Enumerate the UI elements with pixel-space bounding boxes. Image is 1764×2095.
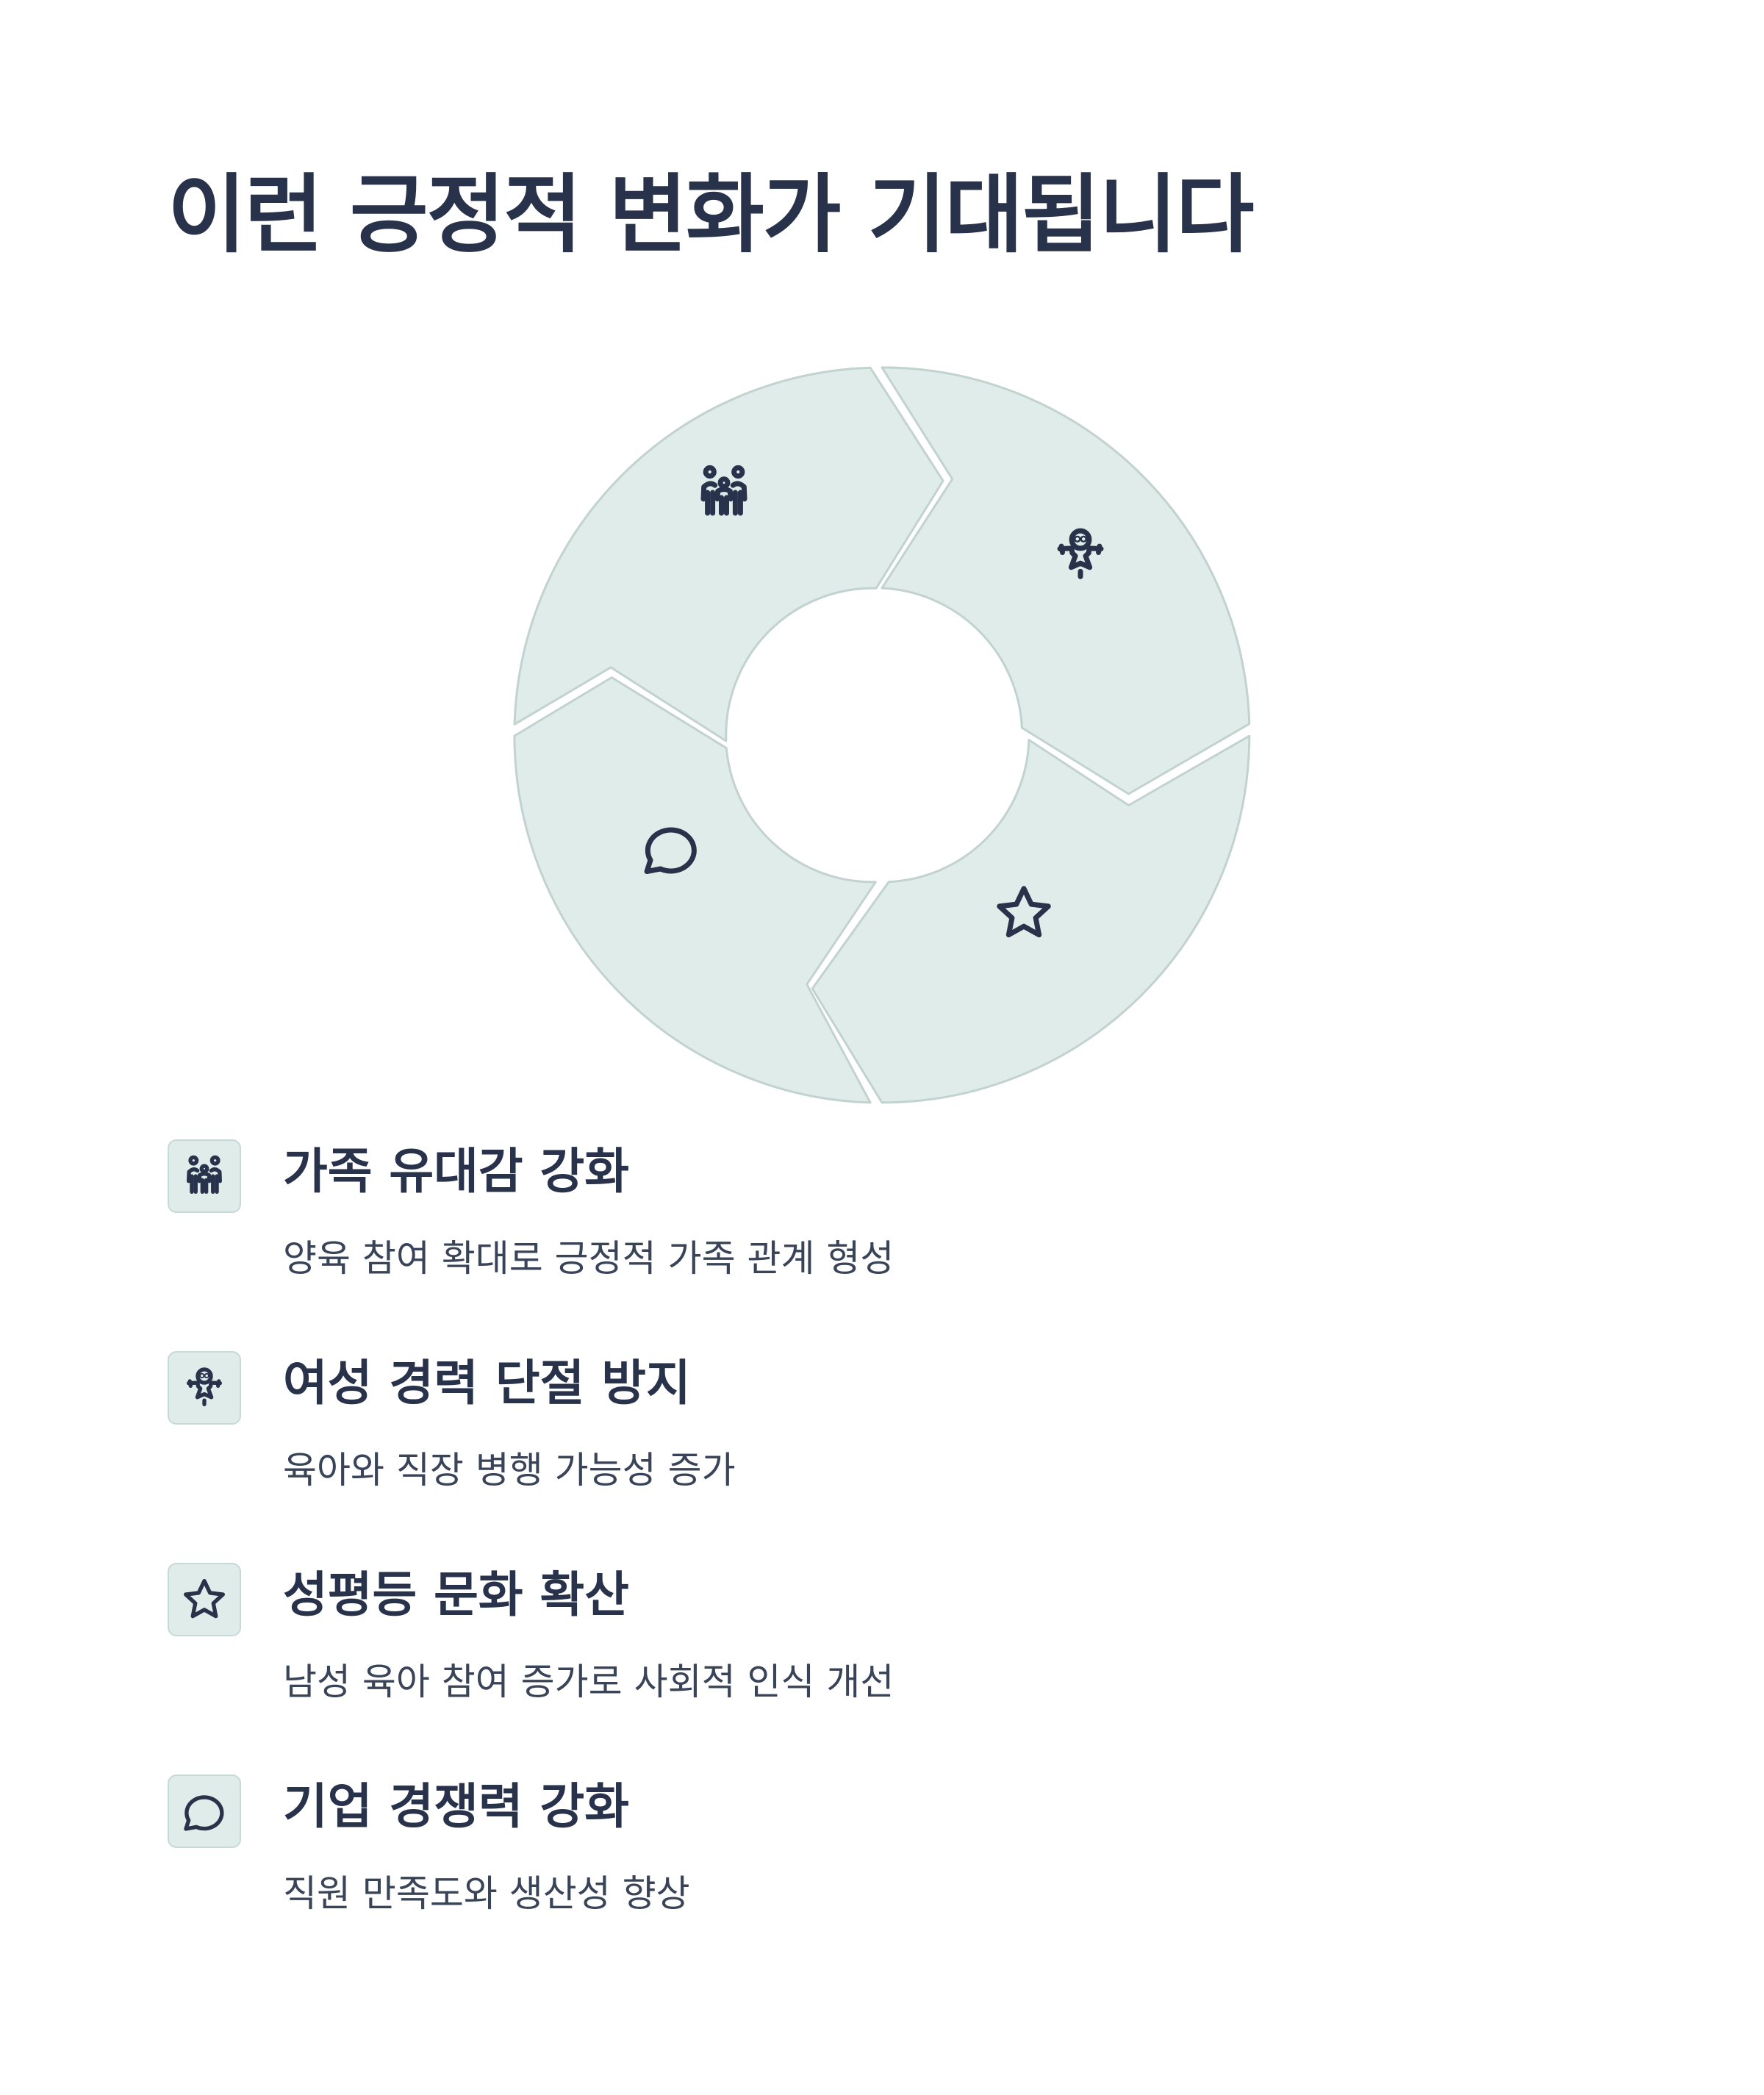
family-icon [700, 465, 747, 516]
page-title: 이런 긍정적 변화가 기대됩니다 [168, 165, 1255, 265]
cycle-segment-2 [881, 366, 1251, 795]
list-item: 여성 경력 단절 방지 육아와 직장 병행 가능성 증가 [168, 1351, 1638, 1535]
item-title: 성평등 문화 확산 [283, 1566, 629, 1623]
item-description: 육아와 직장 병행 가능성 증가 [283, 1449, 736, 1491]
cycle-segment-3 [811, 734, 1251, 1104]
star-icon [997, 886, 1051, 938]
item-description: 직원 만족도와 생산성 향상 [283, 1872, 690, 1915]
list-item: 가족 유대감 강화 양육 참여 확대로 긍정적 가족 관계 형성 [168, 1139, 1638, 1323]
item-title: 기업 경쟁력 강화 [283, 1778, 629, 1835]
item-description: 양육 참여 확대로 긍정적 가족 관계 형성 [283, 1237, 894, 1280]
scarecrow-icon [168, 1351, 241, 1425]
cycle-diagram [441, 294, 1323, 1176]
star-icon [168, 1563, 241, 1636]
cycle-diagram-svg [513, 366, 1251, 1104]
item-title: 여성 경력 단절 방지 [283, 1355, 691, 1411]
item-description: 남성 육아 참여 증가로 사회적 인식 개선 [283, 1661, 894, 1703]
list-item: 기업 경쟁력 강화 직원 만족도와 생산성 향상 [168, 1775, 1638, 1958]
speech-bubble-icon [644, 827, 697, 874]
scarecrow-icon [1057, 528, 1104, 579]
cycle-segment-1 [513, 366, 944, 742]
family-icon [168, 1139, 241, 1213]
list-item: 성평등 문화 확산 남성 육아 참여 증가로 사회적 인식 개선 [168, 1563, 1638, 1747]
cycle-segment-4 [513, 676, 877, 1104]
item-title: 가족 유대감 강화 [283, 1143, 629, 1200]
speech-bubble-icon [168, 1775, 241, 1848]
